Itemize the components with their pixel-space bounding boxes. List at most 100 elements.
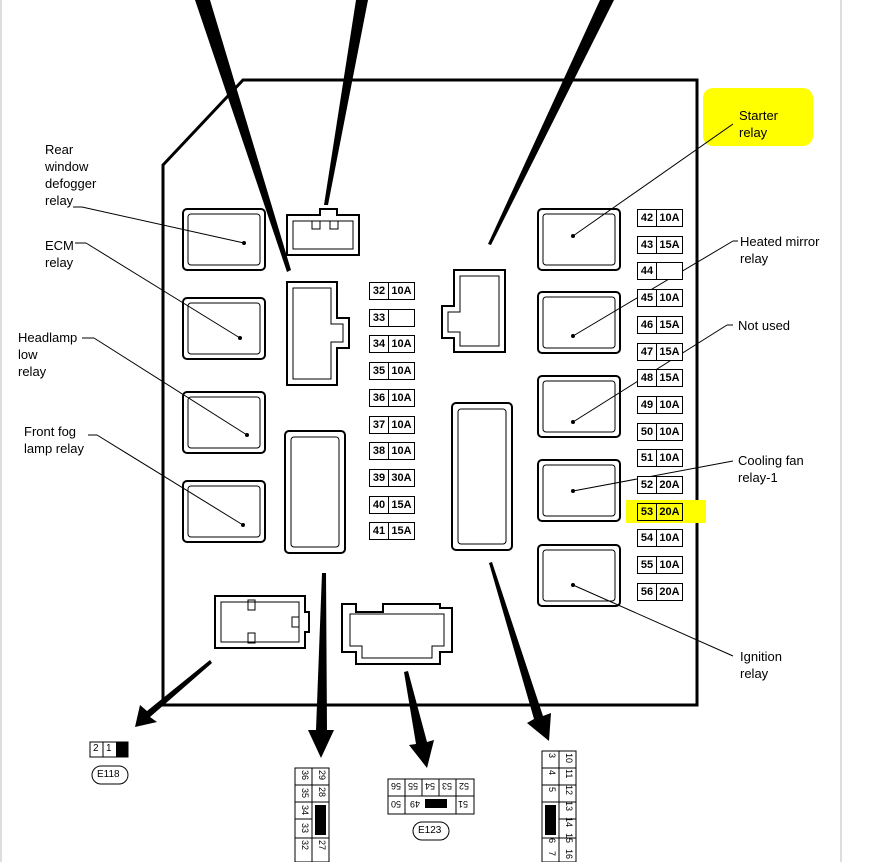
e118-pin-1: 1 — [106, 743, 112, 754]
right-block-pin: 12 — [564, 785, 574, 796]
fuse-number: 46 — [637, 315, 657, 334]
label-cooling-fan: Cooling fan relay-1 — [738, 453, 804, 485]
fuse-amperage: 15A — [656, 315, 683, 334]
fuse-amperage: 10A — [388, 388, 415, 407]
e123-pin: 55 — [408, 781, 419, 791]
fuse-number: 43 — [637, 235, 657, 254]
fuse-amperage — [656, 262, 683, 281]
fuse-number: 37 — [369, 415, 389, 434]
fuse-amperage: 10A — [388, 442, 415, 461]
fuse-amperage: 10A — [388, 362, 415, 381]
fuse-number: 39 — [369, 468, 389, 487]
arrow-bottom-left — [135, 660, 212, 727]
right-block-pin: 16 — [564, 849, 574, 860]
e123-pin: 52 — [459, 781, 470, 791]
arrow-top-right — [488, 0, 614, 245]
starter-relay-highlight — [703, 88, 813, 146]
fuse-amperage: 10A — [656, 529, 683, 548]
relay-headlamp-low — [182, 391, 266, 454]
e123-pin: 49 — [410, 799, 421, 809]
fuse-amperage: 10A — [656, 209, 683, 227]
fuse-number: 44 — [637, 262, 657, 281]
fuse-amperage: 20A — [656, 502, 683, 521]
right-pin-block — [541, 750, 577, 862]
relay-heated-mirror — [537, 291, 621, 354]
relay-front-fog — [182, 480, 266, 543]
fuse-number: 38 — [369, 442, 389, 461]
fuse-number: 36 — [369, 388, 389, 407]
fuse-number: 42 — [637, 209, 657, 227]
e123-pin: 50 — [391, 799, 402, 809]
e123-label: E123 — [418, 825, 442, 836]
fuse-number: 41 — [369, 522, 389, 541]
label-rear-defogger: Rear window defogger relay — [45, 142, 97, 208]
leader-lines-left — [73, 206, 248, 526]
fuse-amperage: 15A — [656, 342, 683, 361]
fuse-amperage: 15A — [388, 522, 415, 541]
right-block-pin: 3 — [547, 753, 557, 759]
left-pin-block — [294, 767, 330, 862]
right-block-pin: 11 — [564, 769, 574, 779]
connector-e118-housing — [214, 595, 310, 649]
arrow-top-middle — [324, 0, 368, 205]
vertical-relay-left — [286, 281, 350, 386]
fuse-number: 52 — [637, 476, 657, 494]
tall-slot-left — [284, 430, 346, 554]
tall-slot-right — [451, 402, 513, 551]
fuse-amperage: 10A — [656, 556, 683, 575]
arrow-bottom-center-left — [308, 573, 334, 758]
page-edge-right — [840, 0, 842, 862]
leader-lines-right — [572, 123, 738, 657]
connector-e123-housing — [341, 603, 453, 665]
e118-pin-block — [89, 741, 129, 785]
e118-pin-2: 2 — [93, 743, 99, 754]
fuse-amperage: 10A — [388, 415, 415, 434]
left-block-pin: 33 — [300, 822, 310, 833]
right-block-pin: 4 — [547, 770, 557, 776]
e123-pin: 53 — [442, 781, 453, 791]
relay-cooling-fan — [537, 459, 621, 522]
fuse-number: 49 — [637, 395, 657, 414]
fuse-number: 51 — [637, 449, 657, 468]
right-block-pin: 5 — [547, 787, 557, 793]
left-block-pin: 36 — [300, 770, 310, 781]
fuse-44: 44 — [637, 262, 683, 281]
fuse-number: 48 — [637, 369, 657, 388]
arrow-bottom-center — [404, 671, 434, 768]
relay-rear-defogger — [182, 208, 266, 271]
arrow-top-left — [195, 0, 291, 272]
fuse-number: 40 — [369, 495, 389, 514]
left-block-pin: 35 — [300, 787, 310, 798]
fuse-amperage: 20A — [656, 582, 683, 601]
fuse-number: 50 — [637, 422, 657, 441]
fuse-number: 53 — [637, 502, 657, 521]
fuse-amperage: 10A — [656, 395, 683, 414]
vertical-relay-right — [441, 269, 506, 353]
relay-ecm — [182, 297, 266, 360]
fuse-33: 33 — [369, 308, 415, 327]
fuse-amperage: 10A — [656, 449, 683, 468]
e123-pin-block — [387, 778, 475, 841]
left-block-pin: 29 — [317, 770, 327, 781]
fuse-amperage: 10A — [656, 422, 683, 441]
fuse-amperage: 20A — [656, 476, 683, 494]
left-block-pin: 28 — [317, 787, 327, 798]
fuse-amperage: 10A — [656, 289, 683, 308]
e123-pin: 51 — [458, 799, 469, 809]
right-block-pin: 13 — [564, 801, 574, 812]
fuse-amperage: 10A — [388, 335, 415, 354]
fuse-amperage: 10A — [388, 282, 415, 300]
